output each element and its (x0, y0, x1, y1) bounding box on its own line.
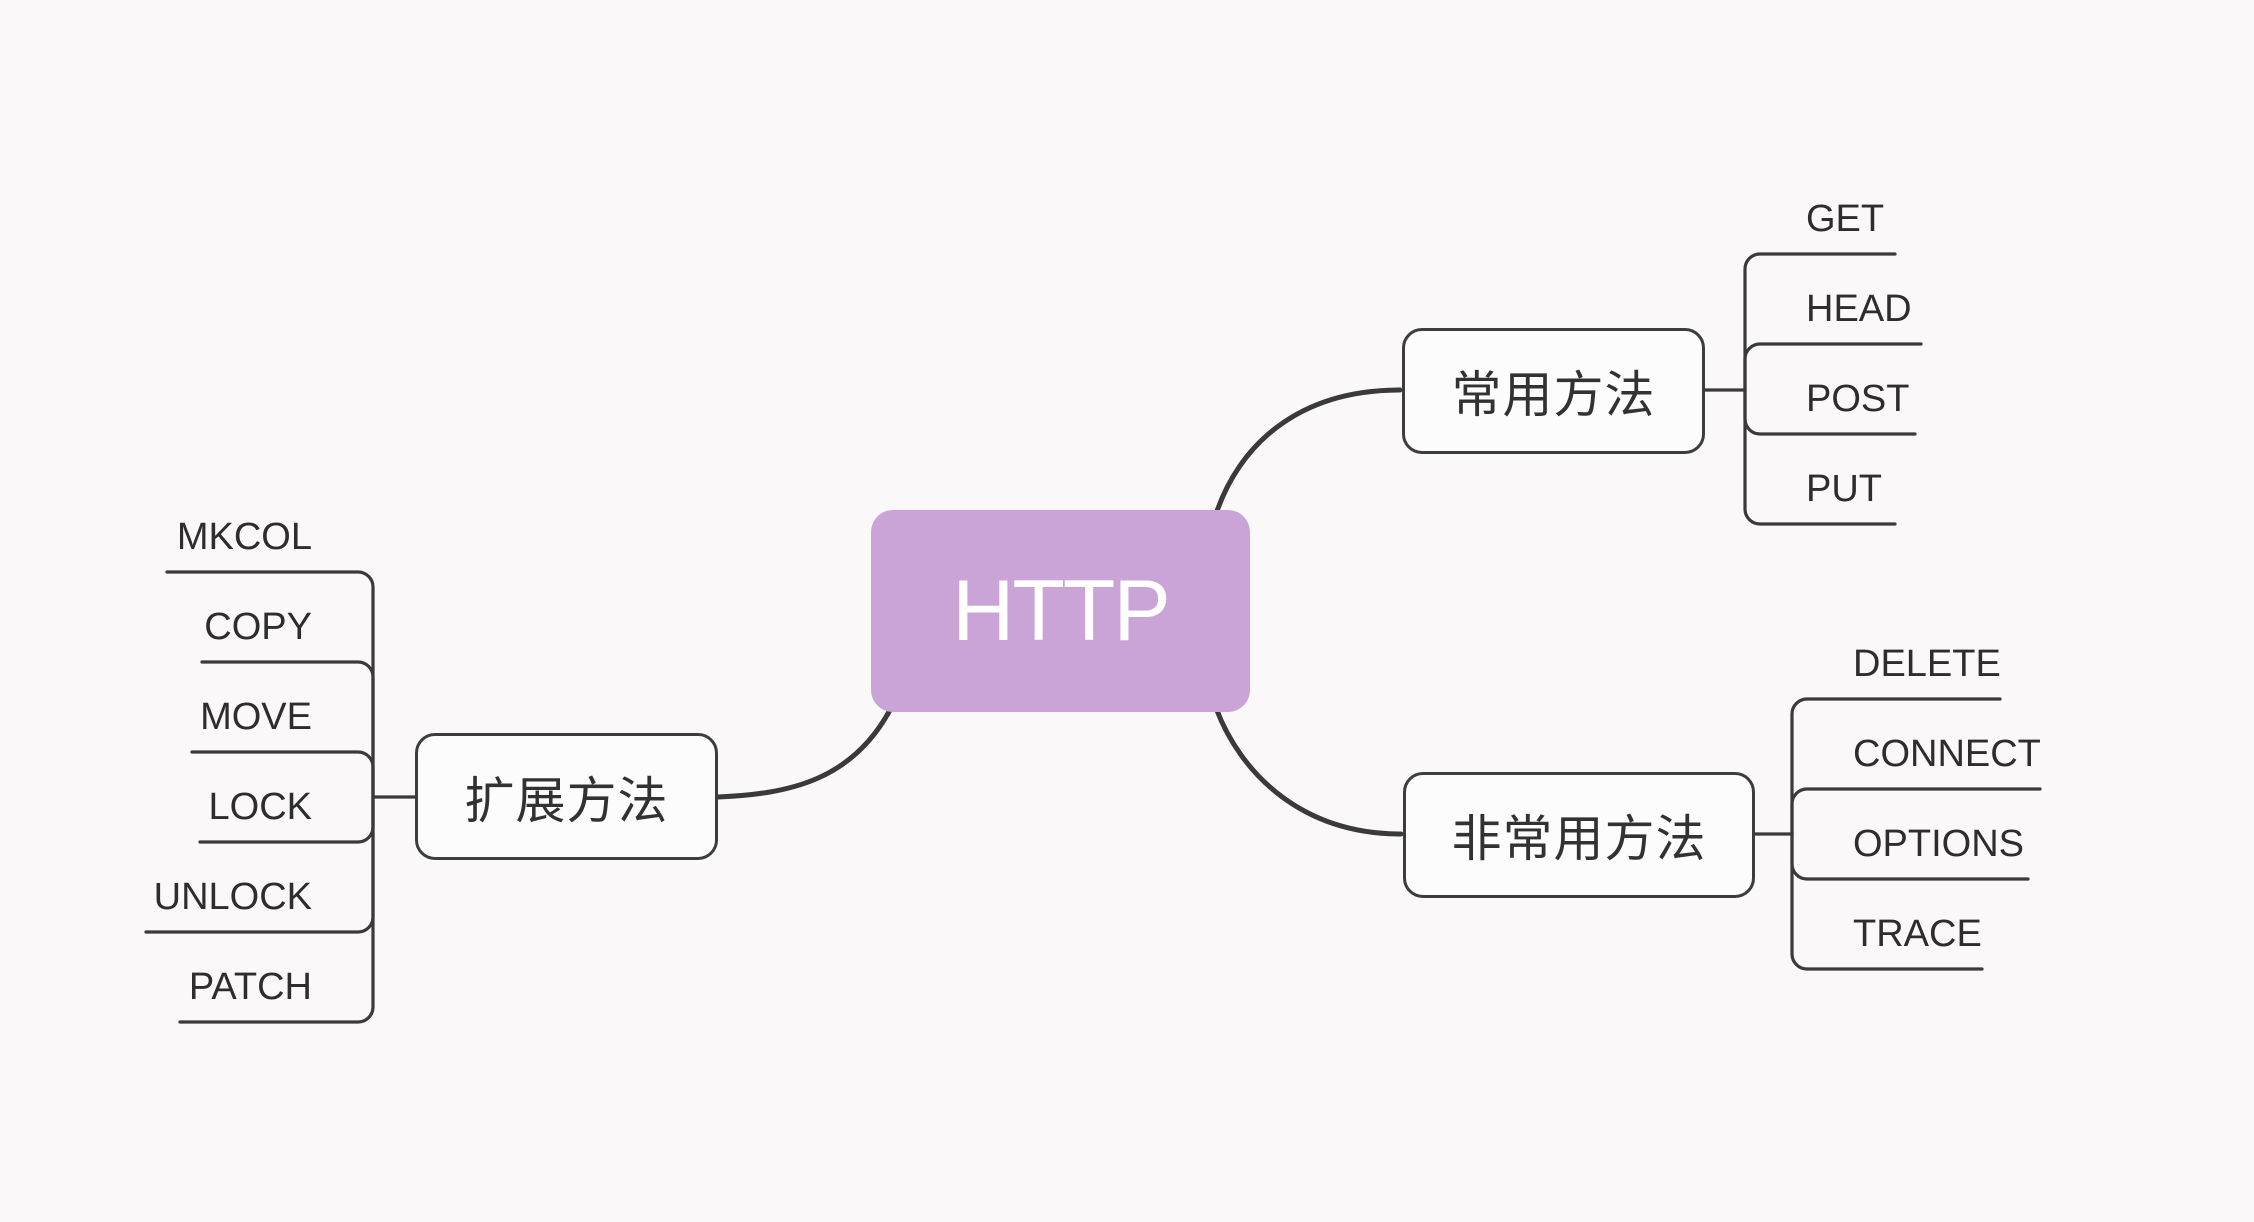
child-topic-delete[interactable]: DELETE (1853, 643, 2001, 685)
child-topic-options[interactable]: OPTIONS (1853, 823, 2025, 865)
trunk-root-to-common (1213, 387, 1403, 517)
child-topic-trace[interactable]: TRACE (1853, 913, 1982, 955)
child-topic-connect[interactable]: CONNECT (1853, 733, 2041, 775)
child-topic-unlock[interactable]: UNLOCK (153, 876, 312, 918)
line-head (1743, 342, 1923, 392)
line-patch (178, 795, 375, 1024)
line-get (1743, 252, 1897, 392)
trunk-root-to-uncommon (1213, 705, 1404, 837)
line-mkcol (165, 570, 375, 799)
line-copy (200, 660, 375, 799)
root-topic-http[interactable]: HTTP (871, 510, 1250, 712)
child-topic-head[interactable]: HEAD (1806, 288, 1912, 330)
child-topic-lock[interactable]: LOCK (208, 786, 312, 828)
branch-topic-common-methods[interactable]: 常用方法 (1402, 328, 1705, 454)
branch-topic-uncommon-methods[interactable]: 非常用方法 (1403, 772, 1755, 898)
line-move (190, 750, 375, 799)
child-topic-patch[interactable]: PATCH (188, 966, 312, 1008)
line-trace (1790, 832, 1984, 971)
child-topic-post[interactable]: POST (1806, 378, 1910, 420)
line-connect (1790, 787, 2042, 836)
child-topic-get[interactable]: GET (1806, 198, 1885, 240)
child-topic-mkcol[interactable]: MKCOL (176, 516, 312, 558)
child-topic-move[interactable]: MOVE (200, 696, 312, 738)
branch-topic-extension-methods[interactable]: 扩展方法 (415, 733, 718, 860)
child-topic-copy[interactable]: COPY (204, 606, 312, 648)
line-delete (1790, 697, 2002, 836)
line-put (1743, 388, 1897, 526)
child-topic-put[interactable]: PUT (1806, 468, 1882, 510)
trunk-root-to-extension (715, 707, 893, 800)
